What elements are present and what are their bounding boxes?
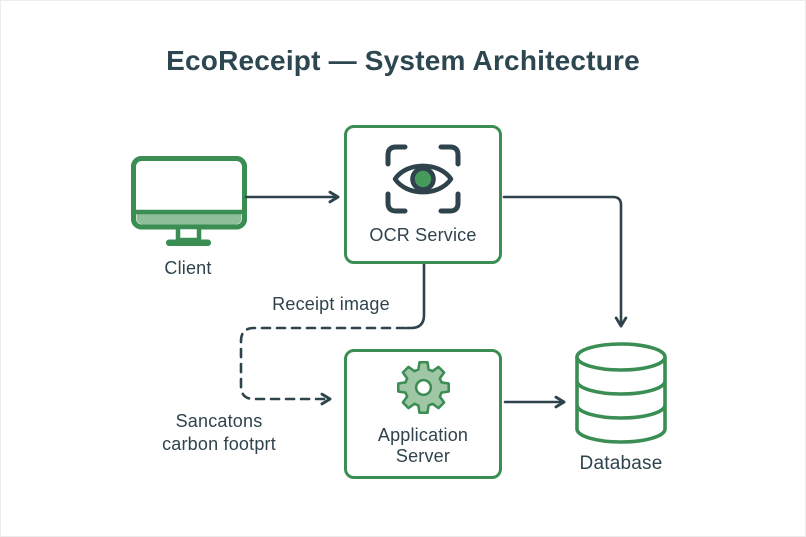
gear-icon (396, 361, 450, 414)
database-cylinder-icon (575, 342, 667, 444)
application-server-node: Application Server (344, 349, 502, 479)
desktop-monitor-icon (131, 156, 247, 246)
edge-label-receipt-image: Receipt image (272, 294, 390, 314)
ocr-service-label: OCR Service (369, 224, 477, 245)
edge-ocr-to-appserver-dashed (239, 326, 407, 406)
edge-label-sanctions: Sancatons carbon footprt (114, 410, 324, 456)
application-server-label: Application Server (378, 425, 468, 467)
edge-ocr-down-solid (405, 262, 426, 330)
ocr-service-node: OCR Service (344, 125, 502, 264)
application-server-label-line2: Server (395, 446, 451, 466)
application-server-label-line1: Application (377, 425, 469, 445)
edge-label-sanctions-line2: carbon footprt (162, 434, 276, 454)
client-label: Client (164, 258, 212, 278)
eye-scan-icon (385, 144, 461, 213)
edge-ocr-to-database (502, 195, 628, 328)
edge-label-sanctions-line1: Sancatons (175, 411, 263, 431)
database-label: Database (579, 453, 663, 474)
page-title: EcoReceipt — System Architecture (166, 45, 640, 76)
